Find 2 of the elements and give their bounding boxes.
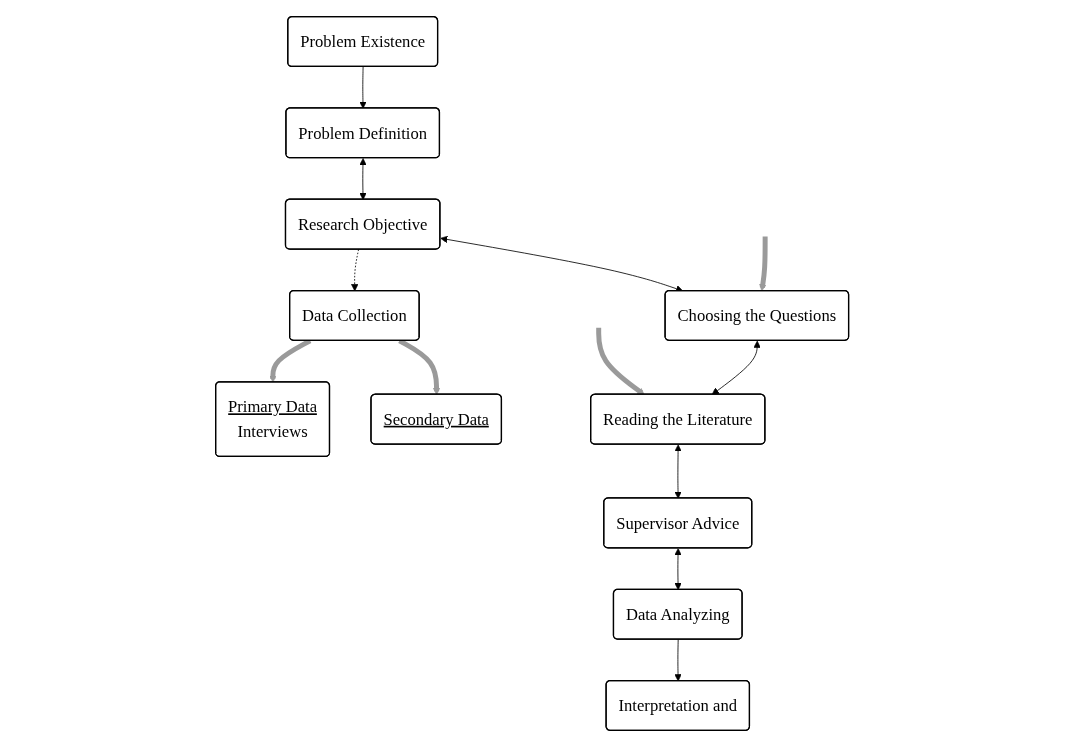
arrow xyxy=(596,327,645,395)
arrow xyxy=(759,236,768,292)
